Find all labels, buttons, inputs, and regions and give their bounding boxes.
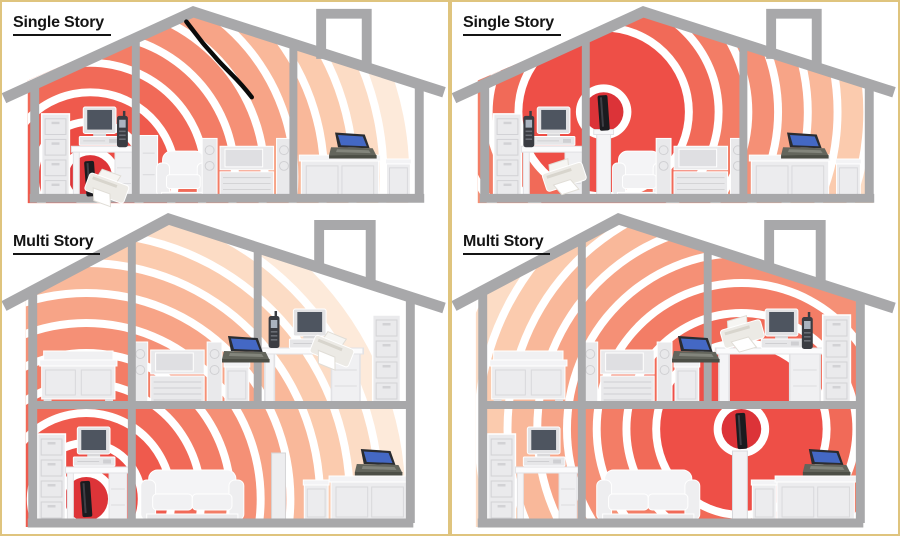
mobile-phone-icon (801, 312, 813, 349)
tall-cabinet (139, 134, 159, 201)
panel-title-multi-story-right: Multi Story (463, 233, 551, 255)
entertainment-center (132, 341, 223, 405)
file-cabinet (36, 433, 67, 523)
panel-single-story-corner-router: Single Story (2, 2, 448, 213)
sideboard (328, 475, 411, 523)
mobile-phone-icon (523, 110, 535, 148)
panel-multi-story-center-router: Multi Story (452, 213, 898, 534)
panel-title-single-story-right: Single Story (463, 14, 561, 36)
file-cabinet (371, 314, 402, 404)
file-cabinet (40, 113, 71, 201)
panel-multi-story-corner-router: Multi Story (2, 213, 448, 534)
desktop-computer-icon (522, 426, 566, 467)
entertainment-center (655, 137, 746, 200)
panel-title-single-story-left: Single Story (13, 14, 111, 36)
small-cabinet (302, 479, 330, 523)
router-pedestal (731, 450, 748, 523)
entertainment-center (582, 341, 673, 405)
page-left: Single Story (0, 0, 450, 536)
desktop-computer-icon (532, 106, 576, 146)
sideboard (774, 475, 857, 523)
router-pedestal (593, 129, 615, 201)
dresser (489, 350, 568, 404)
page-right: Single Story (450, 0, 900, 536)
small-cabinet (750, 479, 778, 523)
desktop-computer-icon (72, 426, 116, 467)
sideboard (748, 154, 832, 201)
panel-title-multi-story-left: Multi Story (13, 233, 101, 255)
panel-single-story-center-router: Single Story (452, 2, 898, 213)
entertainment-center (201, 137, 292, 200)
mobile-phone-icon (116, 110, 128, 148)
half-wall (271, 452, 286, 523)
file-cabinet (486, 433, 517, 523)
laptop-stand (673, 361, 701, 405)
desktop-computer-icon (760, 308, 804, 349)
mobile-phone-icon (268, 311, 280, 348)
file-cabinet (492, 113, 523, 201)
laptop-stand (223, 361, 251, 405)
marker-annotation (184, 19, 254, 100)
file-cabinet (821, 314, 852, 404)
sideboard (298, 154, 382, 201)
dresser (39, 350, 118, 404)
desktop-computer-icon (78, 106, 122, 146)
